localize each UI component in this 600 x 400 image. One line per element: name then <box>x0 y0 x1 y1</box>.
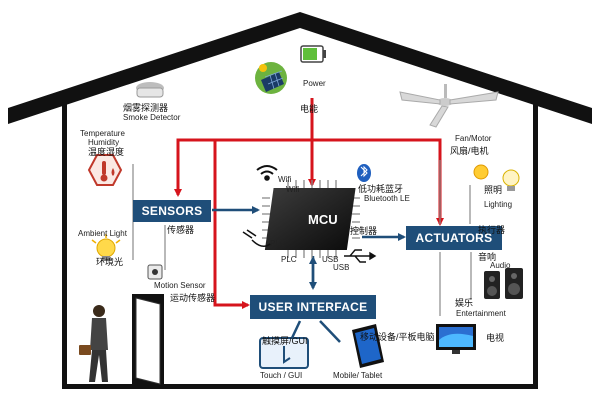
wifi-icon <box>256 165 278 181</box>
entertainment-cn: 娱乐 <box>455 298 474 308</box>
sensors-cn: 传感器 <box>167 225 195 235</box>
smoke-detector-icon <box>136 82 164 98</box>
temperature-label: Temperature <box>80 129 125 138</box>
person-icon <box>79 305 108 382</box>
wifi-label-2: Wifi <box>286 185 300 194</box>
power-label: Power <box>303 79 326 88</box>
bluetooth-icon <box>357 164 371 182</box>
ambient-cn: 环境光 <box>96 257 124 267</box>
lightbulb-icon <box>91 234 121 261</box>
audio-label: Audio <box>490 261 511 270</box>
usb-icon <box>344 249 377 263</box>
ambient-label: Ambient Light <box>78 229 127 238</box>
mcu-chip-icon <box>262 180 360 258</box>
bluetooth-cn: 低功耗蓝牙 <box>358 184 404 194</box>
battery-icon <box>300 45 326 63</box>
mcu-label: MCU <box>308 212 338 227</box>
smoke-label: Smoke Detector <box>123 113 181 122</box>
humidity-label: Humidity <box>88 138 120 147</box>
entertainment-label: Entertainment <box>456 309 506 318</box>
bluetooth-label: Bluetooth LE <box>364 194 410 203</box>
tv-icon <box>436 324 476 354</box>
tv-cn: 电视 <box>486 333 505 343</box>
touch-label: Touch / GUI <box>260 371 303 380</box>
thermometer-icon <box>87 154 123 186</box>
lightbulb-icon <box>473 164 520 191</box>
smoke-cn: 烟雾探测器 <box>123 103 169 113</box>
actuators-box: ACTUATORS <box>406 226 502 250</box>
audio-cn: 音响 <box>478 252 497 262</box>
house-outline <box>8 12 592 389</box>
speaker-icon <box>484 268 523 299</box>
usb-label-b: USB <box>333 263 350 272</box>
mobile-phone-icon <box>352 324 384 368</box>
wifi-label: Wifi <box>278 175 292 184</box>
plug-icon <box>242 229 271 247</box>
controller-cn: 控制器 <box>350 226 378 236</box>
plc-label-b: PLC <box>281 255 297 264</box>
user-interface-box: USER INTERFACE <box>250 295 376 319</box>
motion-sensor-icon <box>147 264 163 280</box>
touch-cn: 触摸屏/GUI <box>262 336 308 346</box>
fan-cn: 风扇/电机 <box>450 146 489 156</box>
ceiling-fan-icon <box>399 84 499 128</box>
lighting-cn: 照明 <box>484 185 503 195</box>
usb-label-a: USB <box>322 255 339 264</box>
touchscreen-icon <box>259 337 309 369</box>
temperature-cn: 温度湿度 <box>88 147 125 157</box>
actuators-cn: 执行器 <box>478 225 506 235</box>
motion-cn: 运动传感器 <box>170 293 216 303</box>
sensors-box: SENSORS <box>133 200 211 222</box>
fan-label: Fan/Motor <box>455 134 492 143</box>
signal-arrows <box>212 206 406 343</box>
mobile-cn: 移动设备/平板电脑 <box>360 332 435 342</box>
door-icon <box>132 294 164 385</box>
motion-label: Motion Sensor <box>154 281 206 290</box>
solar-panel-icon <box>255 62 287 94</box>
lighting-label: Lighting <box>484 200 513 209</box>
power-cn: 电能 <box>300 104 319 114</box>
plc-label-a: PLC <box>270 239 286 248</box>
mobile-label: Mobile/ Tablet <box>333 371 383 380</box>
